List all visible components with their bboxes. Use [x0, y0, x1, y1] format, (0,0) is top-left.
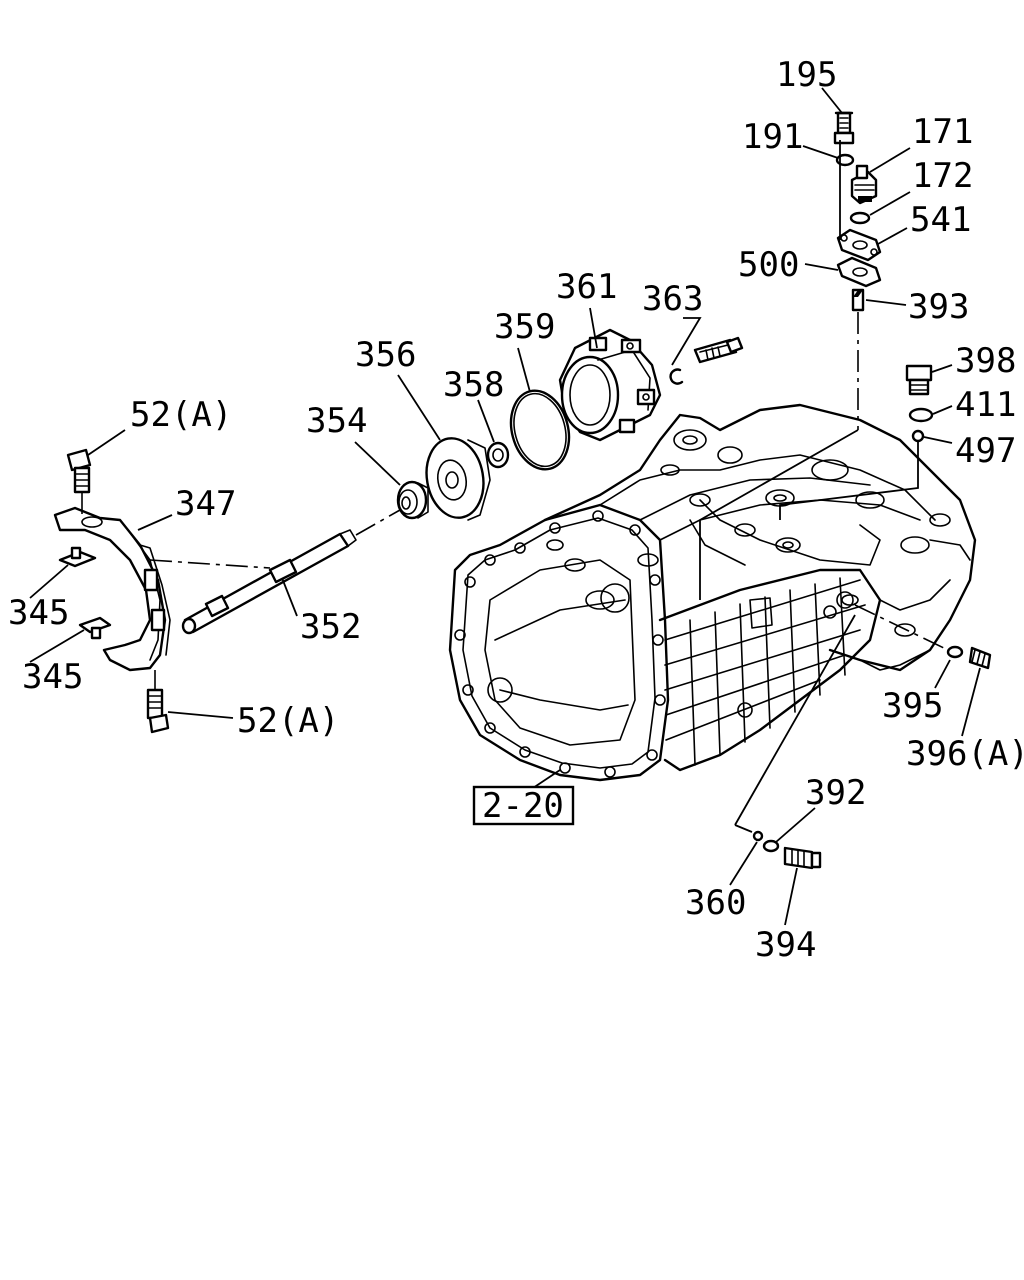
part-361-housing — [558, 328, 662, 442]
part-195-bolt — [833, 111, 855, 145]
part-392-o-ring — [762, 839, 780, 853]
part-541-flange — [836, 228, 882, 262]
label-359: 359 — [494, 307, 555, 347]
part-352-shaft — [181, 509, 401, 635]
part-395-washer — [946, 645, 964, 659]
label-393: 393 — [908, 287, 969, 327]
part-172-o-ring — [849, 211, 871, 225]
part-411-o-ring — [908, 407, 934, 423]
part-347-fork — [53, 506, 271, 672]
part-345-pad-lower — [78, 616, 112, 640]
label-171: 171 — [912, 112, 973, 152]
label-356: 356 — [355, 335, 416, 375]
label-500: 500 — [738, 245, 799, 285]
part-398-plug — [905, 364, 933, 396]
part-500-gasket — [836, 256, 882, 288]
part-394-switch — [783, 846, 822, 870]
label-411: 411 — [955, 385, 1016, 425]
figure-reference-label: 2-20 — [482, 786, 564, 826]
part-393-pin — [851, 288, 865, 312]
part-345-pad-upper — [58, 546, 97, 568]
transmission-case — [448, 403, 977, 782]
label-392: 392 — [805, 773, 866, 813]
sensor-stack — [699, 111, 882, 600]
figure-reference-box[interactable]: 2-20 — [472, 785, 575, 826]
label-345-lower: 345 — [22, 657, 83, 697]
part-363-bolt-clip — [669, 336, 744, 385]
label-541: 541 — [910, 200, 971, 240]
part-356-disc — [425, 437, 491, 521]
label-396a: 396(A) — [906, 734, 1024, 774]
label-358: 358 — [443, 365, 504, 405]
label-398: 398 — [955, 341, 1016, 381]
label-195: 195 — [776, 55, 837, 95]
label-191: 191 — [742, 117, 803, 157]
label-52a-bottom: 52(A) — [237, 701, 339, 741]
label-345-upper: 345 — [8, 593, 69, 633]
label-497: 497 — [955, 431, 1016, 471]
part-360-ball — [752, 830, 764, 842]
part-191-washer — [835, 153, 855, 167]
part-52a-bolt-bottom — [146, 670, 170, 734]
label-347: 347 — [175, 484, 236, 524]
label-395: 395 — [882, 686, 943, 726]
plug-stack — [779, 364, 934, 520]
part-354-seal — [396, 480, 429, 520]
label-52a-top: 52(A) — [130, 395, 232, 435]
part-358-seal — [486, 441, 510, 469]
label-360: 360 — [685, 883, 746, 923]
label-172: 172 — [912, 156, 973, 196]
part-396a-plug — [968, 646, 992, 670]
part-497-ball — [911, 429, 925, 443]
label-352: 352 — [300, 607, 361, 647]
part-171-sensor — [850, 164, 878, 205]
label-361: 361 — [556, 267, 617, 307]
label-354: 354 — [306, 401, 367, 441]
part-labels: 195 191 171 172 541 500 393 398 411 497 … — [8, 55, 1024, 965]
label-394: 394 — [755, 925, 816, 965]
part-52a-bolt-top — [66, 448, 92, 515]
label-363: 363 — [642, 279, 703, 319]
